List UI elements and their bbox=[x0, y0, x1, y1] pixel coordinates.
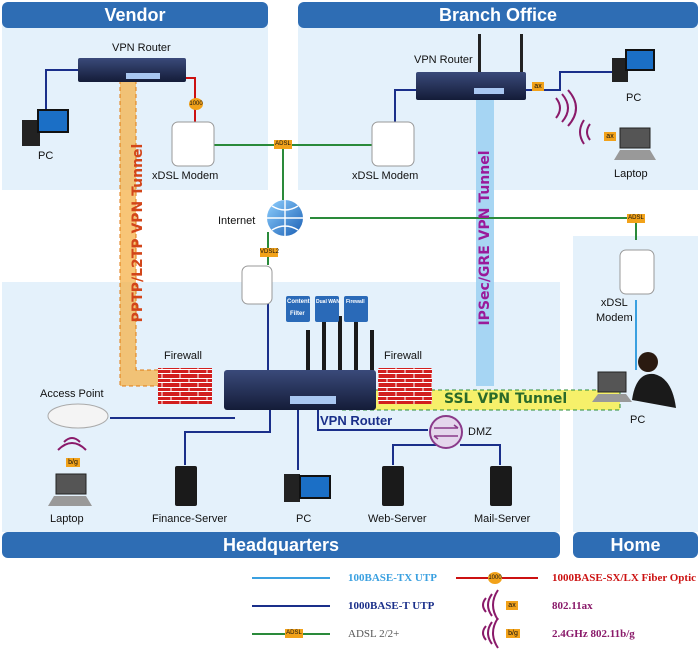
finance-line bbox=[184, 410, 271, 465]
vendor-header: Vendor bbox=[2, 2, 268, 28]
firewall-right-icon bbox=[378, 368, 432, 404]
branch-router-antenna bbox=[478, 34, 481, 74]
dmz-switch-icon bbox=[429, 415, 463, 449]
branch-region bbox=[298, 22, 698, 190]
content-filter-text-2: Filter bbox=[290, 311, 305, 317]
branch-pc-icon bbox=[612, 49, 655, 82]
mail-line bbox=[460, 444, 501, 465]
hq-pc-icon bbox=[284, 474, 331, 502]
dmz-line bbox=[317, 410, 428, 431]
wifi-arcs-hq bbox=[57, 437, 87, 451]
adsl-tag-top: ADSL bbox=[274, 140, 292, 149]
internet-label: Internet bbox=[218, 215, 256, 227]
branch-ax-tag: ax bbox=[532, 82, 544, 91]
vendor-pc-icon bbox=[22, 109, 69, 146]
hq-router-antennas bbox=[306, 316, 374, 372]
hq-router-label: VPN Router bbox=[320, 413, 393, 428]
mail-server-icon bbox=[490, 466, 512, 506]
branch-header: Branch Office bbox=[298, 2, 698, 28]
firewall-feature-text: Firewall bbox=[346, 299, 365, 305]
web-line bbox=[392, 444, 436, 465]
vendor-pc-label: PC bbox=[38, 150, 54, 162]
branch-router-label: VPN Router bbox=[414, 54, 473, 66]
legend-adsl-tag: ADSL bbox=[285, 629, 303, 638]
wifi-arcs-legend-ax bbox=[482, 589, 499, 621]
legend-ge-label: 1000BASE-T UTP bbox=[348, 600, 435, 612]
content-filter-icon bbox=[286, 296, 310, 322]
finance-server-icon bbox=[175, 466, 197, 506]
web-server-icon bbox=[382, 466, 404, 506]
legend-ax-label: 802.11ax bbox=[552, 600, 593, 612]
adsl-tag-home: ADSL bbox=[627, 214, 645, 223]
hq-modem-device bbox=[241, 265, 273, 305]
access-point-label: Access Point bbox=[40, 388, 104, 400]
laptop-ax-tag: ax bbox=[604, 132, 616, 141]
ssl-tunnel-label: SSL VPN Tunnel bbox=[444, 391, 568, 407]
branch-router-device bbox=[416, 72, 526, 100]
hq-pc-label: PC bbox=[296, 513, 312, 525]
branch-laptop-icon bbox=[614, 127, 656, 160]
branch-modem-device bbox=[371, 121, 415, 167]
hq-bg-tag: b/g bbox=[66, 458, 80, 467]
pptp-tunnel-label: PPTP/L2TP VPN Tunnel bbox=[130, 143, 146, 323]
vendor-pc-line bbox=[45, 69, 85, 120]
mail-server-label: Mail-Server bbox=[474, 513, 531, 525]
dual-wan-icon bbox=[315, 296, 339, 322]
branch-modem-line bbox=[394, 89, 420, 125]
hq-router-device bbox=[224, 370, 376, 410]
dmz-label: DMZ bbox=[468, 426, 492, 438]
legend-bg-tag: b/g bbox=[506, 629, 520, 638]
branch-modem-label: xDSL Modem bbox=[352, 170, 419, 182]
legend-adsl-label: ADSL 2/2+ bbox=[348, 628, 400, 640]
home-laptop-icon bbox=[592, 371, 632, 402]
vendor-fiber-tag: 1000 bbox=[189, 98, 203, 110]
hq-header: Headquarters bbox=[2, 532, 560, 558]
ipsec-tunnel-label: IPSec/GRE VPN Tunnel bbox=[477, 150, 493, 326]
wifi-arcs-legend-bg bbox=[482, 617, 499, 649]
branch-laptop-label: Laptop bbox=[614, 168, 648, 180]
vendor-modem-device bbox=[171, 121, 215, 167]
home-user-icon bbox=[632, 352, 676, 408]
vdsl-tag: VDSL2 bbox=[260, 248, 280, 257]
dual-wan-text: Dual WAN bbox=[316, 299, 340, 305]
home-pc-label: PC bbox=[630, 414, 646, 426]
home-header: Home bbox=[573, 532, 698, 558]
home-modem-device bbox=[619, 249, 655, 295]
legend-fiber-tag: 1000 bbox=[488, 572, 502, 584]
home-modem-label: xDSL Modem bbox=[596, 297, 633, 324]
firewall-left-icon bbox=[158, 368, 212, 404]
wifi-arcs-branch bbox=[555, 89, 591, 145]
firewall-left-label: Firewall bbox=[164, 350, 202, 362]
hq-laptop-label: Laptop bbox=[50, 513, 84, 525]
pptp-tunnel bbox=[120, 80, 170, 386]
legend-fiber-label: 1000BASE-SX/LX Fiber Optic bbox=[552, 572, 697, 584]
vendor-router-label: VPN Router bbox=[112, 42, 171, 54]
legend-fe-label: 100BASE-TX UTP bbox=[348, 572, 437, 584]
pptp-tunnel-edge bbox=[119, 80, 170, 387]
legend-bg-label: 2.4GHz 802.11b/g bbox=[552, 628, 635, 640]
vendor-modem-label: xDSL Modem bbox=[152, 170, 219, 182]
access-point-icon bbox=[47, 403, 109, 429]
branch-pc-label: PC bbox=[626, 92, 642, 104]
hq-laptop-icon bbox=[48, 473, 92, 506]
legend-ax-tag: ax bbox=[506, 601, 518, 610]
finance-server-label: Finance-Server bbox=[152, 513, 228, 525]
ipsec-tunnel bbox=[476, 98, 494, 386]
firewall-right-label: Firewall bbox=[384, 350, 422, 362]
firewall-feature-icon bbox=[344, 296, 368, 322]
web-server-label: Web-Server bbox=[368, 513, 427, 525]
content-filter-text-1: Content bbox=[287, 299, 310, 305]
